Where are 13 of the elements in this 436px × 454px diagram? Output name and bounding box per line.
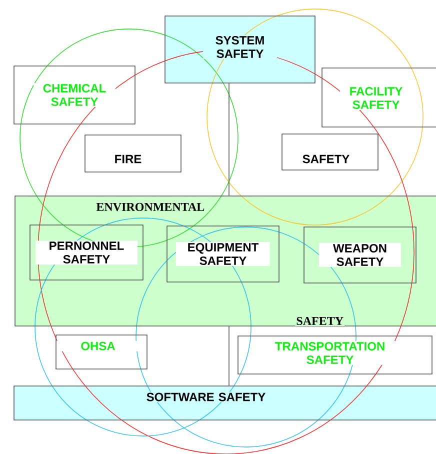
- safety-box: SYSTEM SAFETY: [164, 16, 316, 84]
- safety-box: TRANSPORTATION SAFETY: [238, 336, 432, 374]
- safety-box: FACILITY SAFETY: [322, 68, 436, 128]
- safety-box: EQUIPMENT SAFETY: [166, 226, 280, 282]
- safety-box: SOFTWARE SAFETY: [14, 386, 436, 420]
- safety-box: FIRE: [84, 134, 182, 172]
- safety-box: SAFETY: [282, 134, 378, 170]
- safety-box: OHSA: [56, 334, 148, 370]
- safety-box: WEAPON SAFETY: [304, 226, 416, 284]
- connector-line: [228, 326, 230, 386]
- connector-line: [228, 83, 230, 196]
- safety-box: PERNONNEL SAFETY: [30, 224, 144, 280]
- safety-box: CHEMICAL SAFETY: [14, 66, 136, 124]
